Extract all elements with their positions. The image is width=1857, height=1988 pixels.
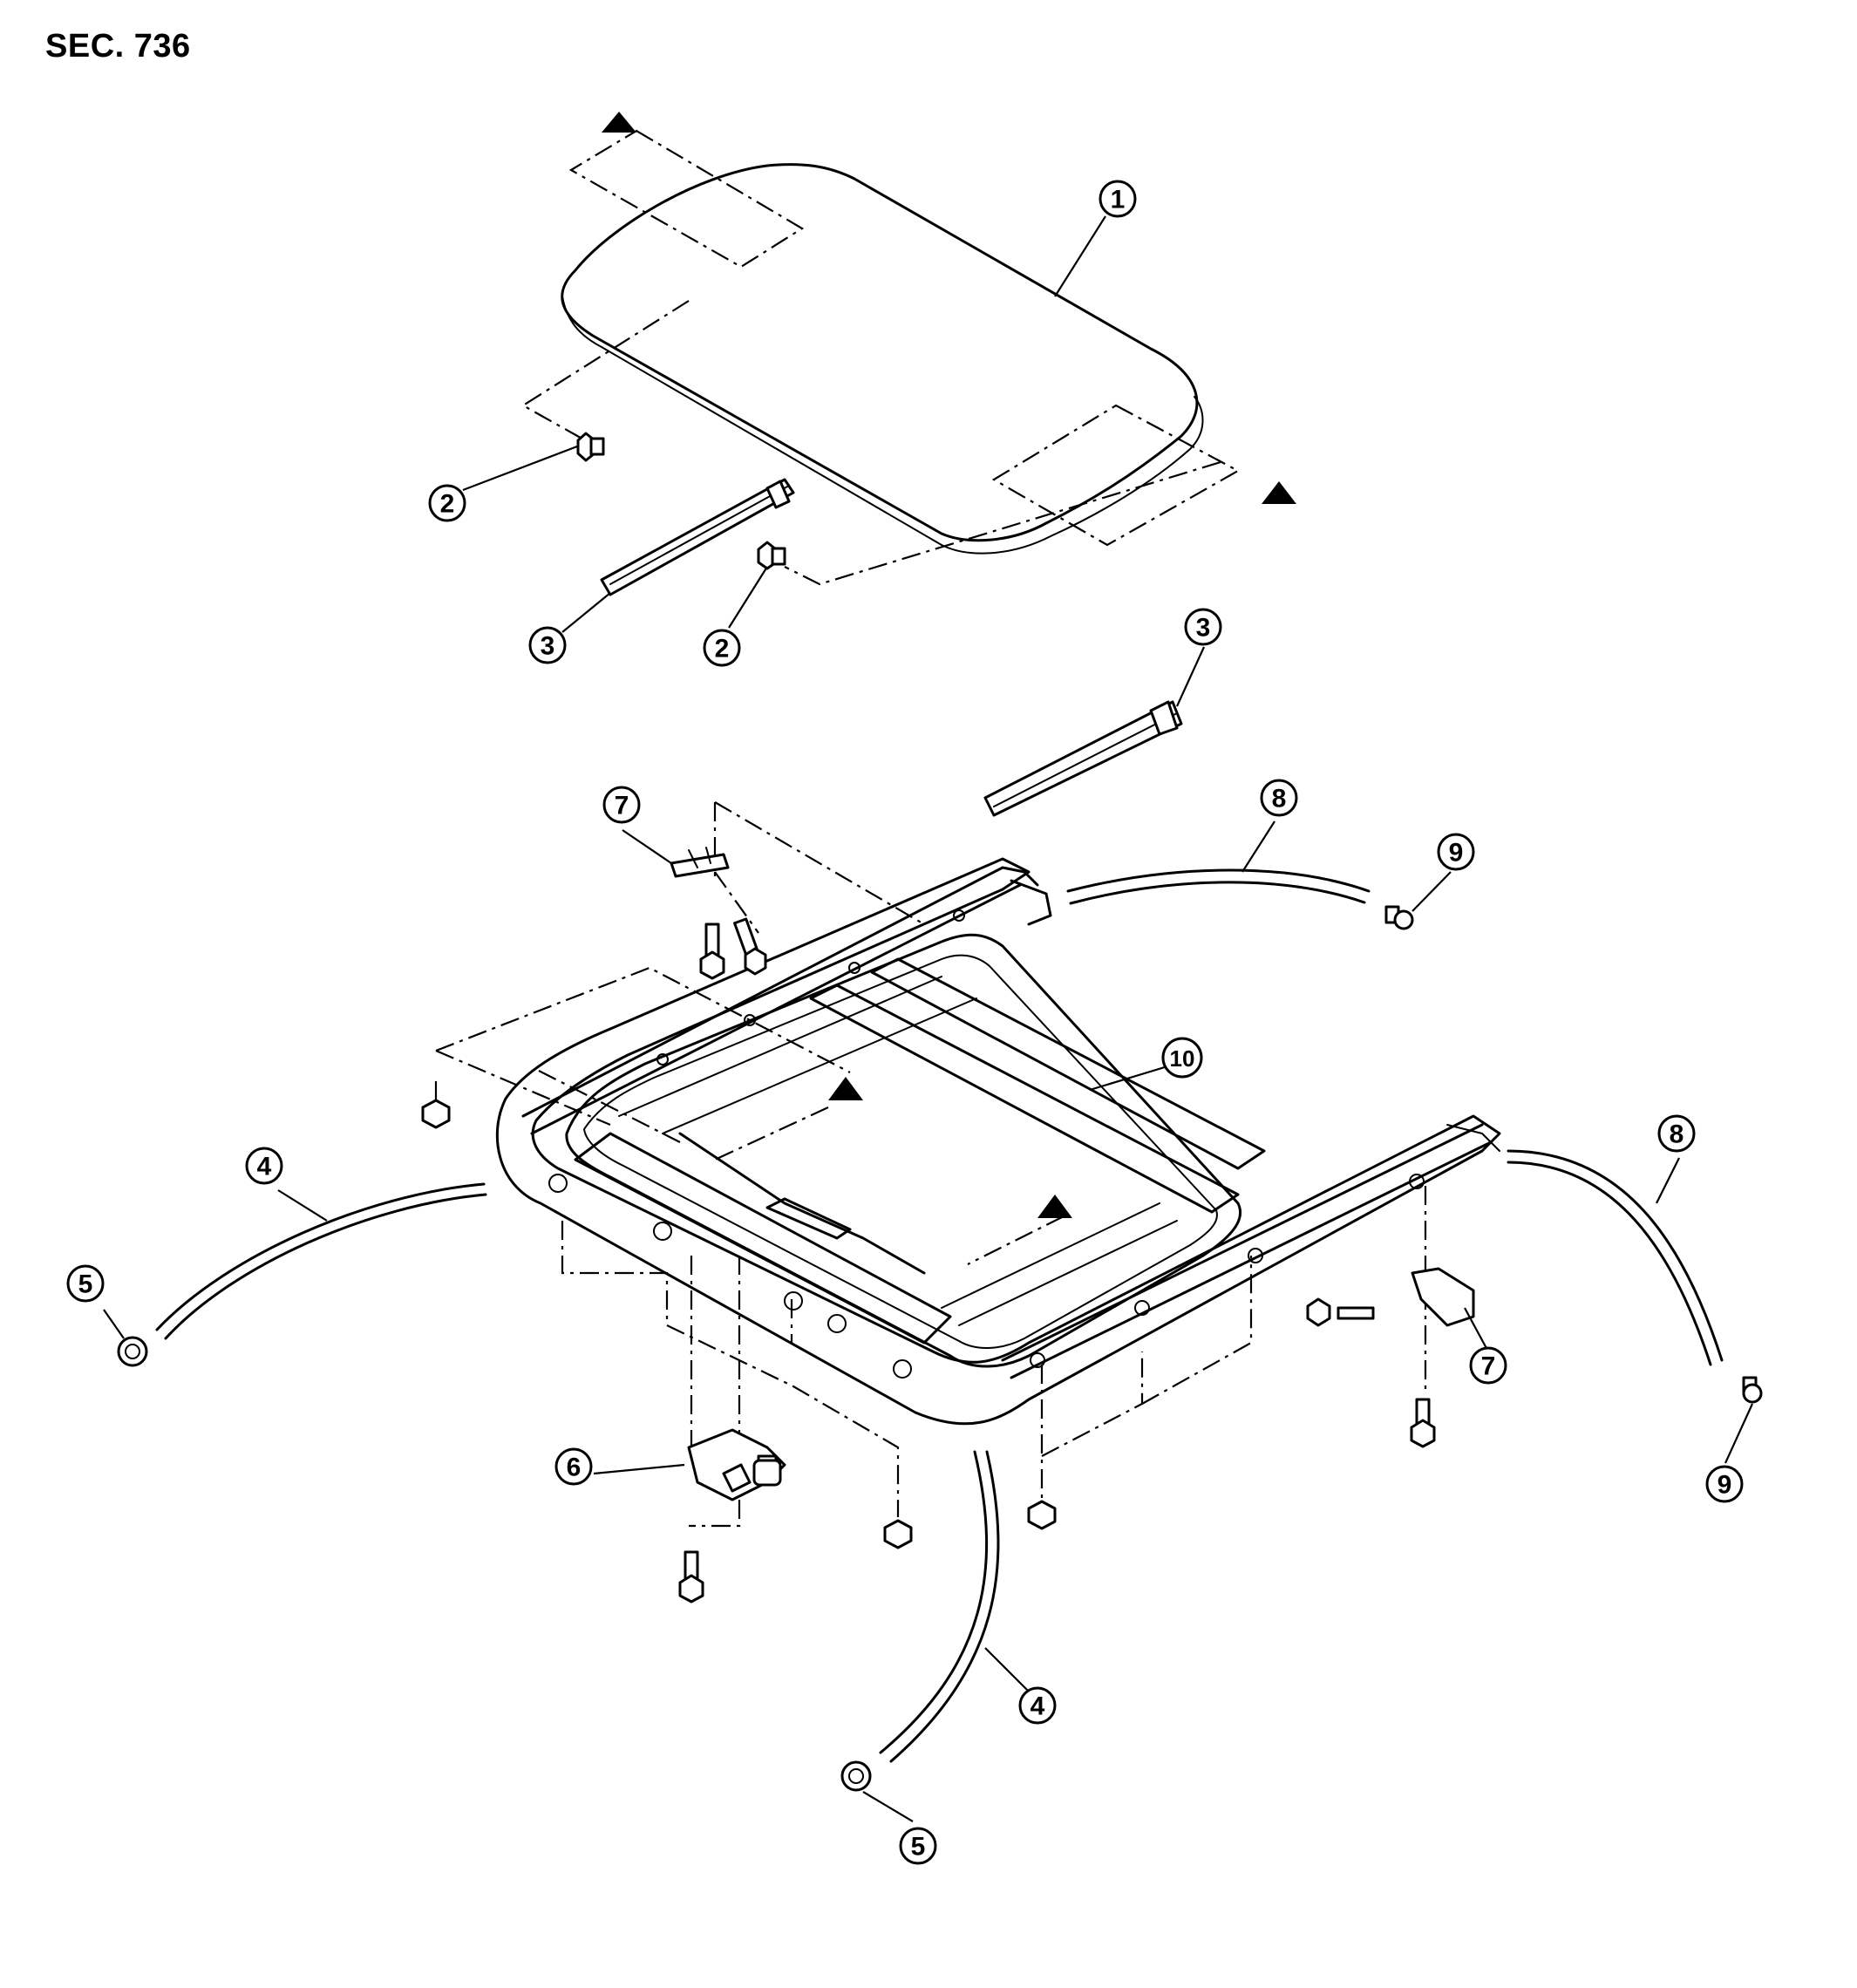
callout-1: 1 [1099, 180, 1137, 218]
glass-mounting-bolt [757, 541, 786, 570]
callout-4: 4 [245, 1147, 283, 1185]
reference-triangle-marker [828, 1077, 863, 1100]
reference-triangle-marker [1037, 1195, 1072, 1218]
svg-text:2: 2 [715, 635, 730, 664]
section-number: SEC. 736 [45, 28, 191, 65]
hose-clip [1742, 1376, 1763, 1404]
callout-9: 9 [1437, 833, 1475, 871]
callout-10: 10 [1161, 1037, 1203, 1079]
callout-8: 8 [1260, 779, 1298, 817]
svg-text:8: 8 [1670, 1120, 1684, 1149]
callout-2: 2 [703, 629, 741, 667]
callout-6: 6 [554, 1447, 593, 1486]
drain-hose-rear-top [1066, 868, 1371, 905]
callout-8: 8 [1657, 1114, 1696, 1153]
reference-triangle-marker [602, 112, 636, 133]
sunroof-glass-lid [561, 163, 1204, 555]
frame-nut [883, 1519, 913, 1549]
svg-text:5: 5 [911, 1833, 926, 1862]
callout-5: 5 [66, 1264, 105, 1303]
sunroof-motor [687, 1428, 786, 1501]
frame-nut [421, 1099, 451, 1129]
svg-text:2: 2 [440, 490, 455, 519]
link-bracket-right [1411, 1267, 1475, 1327]
frame-bolt [699, 923, 725, 980]
svg-text:7: 7 [615, 792, 629, 820]
callout-7: 7 [602, 786, 641, 824]
reference-triangle-marker [1262, 481, 1296, 504]
drain-hose-rear-right [1507, 1149, 1724, 1366]
svg-text:10: 10 [1170, 1045, 1195, 1072]
glass-mounting-bolt [576, 432, 605, 462]
callout-3: 3 [528, 626, 567, 664]
wind-deflector-left [600, 478, 795, 596]
callout-7: 7 [1469, 1346, 1507, 1385]
hose-clip [1384, 905, 1414, 930]
frame-bolt [1410, 1398, 1436, 1448]
callout-2: 2 [428, 484, 466, 522]
frame-reference-lines [434, 801, 1427, 1528]
callout-4: 4 [1018, 1686, 1057, 1725]
svg-text:6: 6 [567, 1454, 582, 1482]
frame-bolt [678, 1550, 704, 1603]
svg-text:3: 3 [541, 632, 555, 661]
sunroof-frame-assembly [495, 857, 1501, 1426]
frame-bolt [733, 917, 767, 976]
hose-grommet [840, 1760, 872, 1792]
glass-reference-lines [520, 129, 1241, 586]
svg-text:3: 3 [1196, 614, 1211, 643]
wind-deflector-right [983, 700, 1183, 817]
hose-grommet [117, 1336, 148, 1367]
callout-5: 5 [899, 1827, 937, 1865]
callout-3: 3 [1184, 608, 1222, 646]
svg-text:7: 7 [1481, 1352, 1496, 1381]
drain-hose-front-left [155, 1182, 487, 1340]
drain-hose-front-right [879, 1450, 1000, 1763]
svg-text:4: 4 [257, 1153, 272, 1181]
svg-text:1: 1 [1111, 186, 1126, 214]
svg-text:9: 9 [1449, 839, 1464, 868]
leader-lines [103, 215, 1754, 1822]
svg-text:9: 9 [1718, 1471, 1732, 1500]
svg-text:5: 5 [78, 1270, 93, 1299]
frame-bolt [1306, 1297, 1375, 1327]
link-bracket-left [670, 847, 730, 878]
callout-9: 9 [1705, 1465, 1744, 1503]
frame-nut [1027, 1500, 1057, 1530]
svg-text:4: 4 [1031, 1692, 1045, 1721]
svg-text:8: 8 [1272, 785, 1287, 814]
